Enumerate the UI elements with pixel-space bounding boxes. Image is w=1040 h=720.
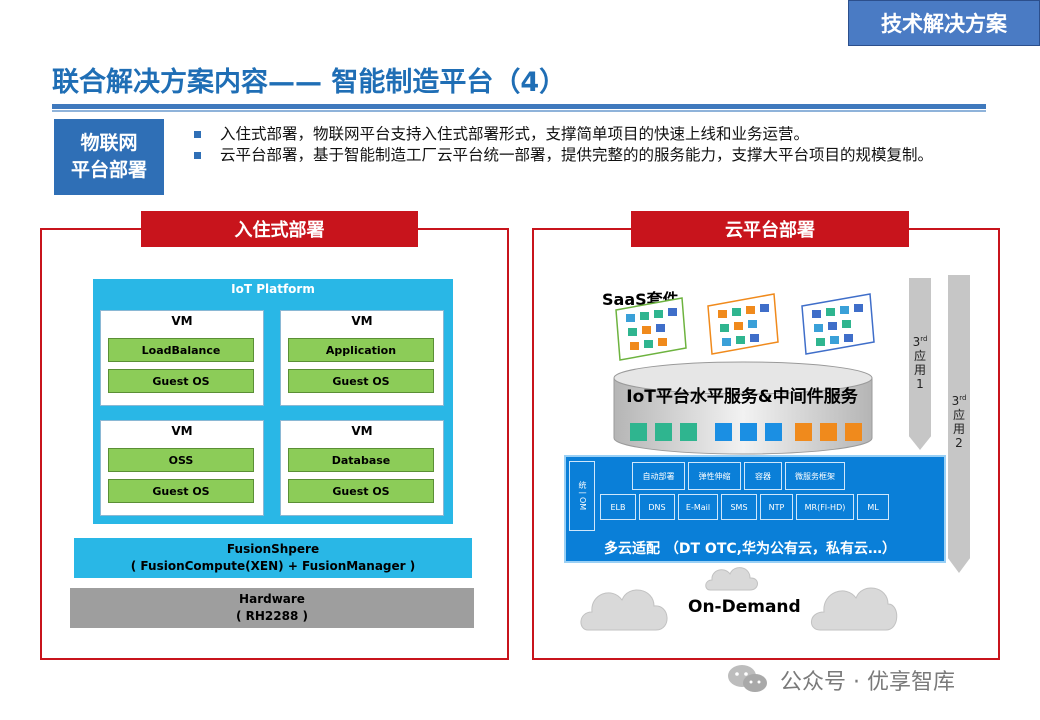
vm-guest-os: Guest OS [288,369,434,393]
service-tile: ELB [600,494,636,520]
side-badge-line1: 物联网 [80,132,138,154]
watermark-text: 公众号 · 优享智库 [780,670,955,695]
hardware-title: Hardware [239,592,305,606]
side-badge: 物联网 平台部署 [54,119,164,195]
service-tile: DNS [639,494,675,520]
service-tile: E-Mail [678,494,718,520]
hardware-layer: Hardware ( RH2288 ) [70,588,474,628]
iot-service-label: IoT平台水平服务&中间件服务 [626,387,858,407]
cloud-icon [811,587,898,631]
bar-sup: 3rd [912,335,928,349]
bar-sup: 3rd [951,394,967,408]
third-party-app-bar-1: 3rd 应 用 1 [909,278,931,450]
bar-char: 应 [952,408,965,422]
bar-char: 用 [913,363,926,377]
service-tile: 容器 [744,462,782,490]
service-tile: 自动部署 [632,462,685,490]
fusionsphere-title: FusionShpere [226,542,320,556]
left-panel-heading: 入住式部署 [141,211,418,247]
right-panel-heading: 云平台部署 [631,211,909,247]
vm-label: VM [351,314,373,328]
vm-component: Application [288,338,434,362]
saas-cards [615,293,875,361]
service-tile: 微服务框架 [785,462,845,490]
title-divider-thin [52,110,986,112]
bullet-item: 云平台部署，基于智能制造工厂云平台统一部署，提供完整的的服务能力，支撑大平台项目… [190,145,990,166]
page-title: 联合解决方案内容—— 智能制造平台（4） [52,67,567,98]
multi-cloud-label: 多云适配 （DT OTC,华为公有云，私有云…） [604,541,896,557]
on-demand-label: On-Demand [688,597,801,617]
fusionsphere-layer: FusionShpere ( FusionCompute(XEN) + Fusi… [74,538,472,578]
saas-card-icon [707,293,779,355]
bullet-text: 入住式部署，物联网平台支持入住式部署形式，支撑简单项目的快速上线和业务运营。 [220,125,810,143]
vm-label: VM [171,424,193,438]
vm-label: VM [171,314,193,328]
service-tile: NTP [760,494,793,520]
saas-card-icon [801,293,875,355]
vm-guest-os: Guest OS [108,479,254,503]
bullet-square-icon [194,131,201,138]
cylinder-icon [613,361,873,455]
service-tile: ML [857,494,889,520]
service-tile: MR(FI-HD) [796,494,854,520]
fusionsphere-detail: ( FusionCompute(XEN) + FusionManager ) [130,559,416,573]
vm-guest-os: Guest OS [108,369,254,393]
cloud-group [580,567,898,631]
cloud-platform-box [564,455,946,563]
cloud-icon [580,589,668,631]
title-divider [52,104,986,109]
bar-char: 2 [955,436,963,450]
bullet-list: 入住式部署，物联网平台支持入住式部署形式，支撑简单项目的快速上线和业务运营。 云… [190,124,990,166]
bar-char: 1 [916,377,924,391]
cloud-icon [705,567,758,591]
side-badge-line2: 平台部署 [70,159,147,181]
vm-guest-os: Guest OS [288,479,434,503]
iot-platform-label: IoT Platform [231,282,315,296]
section-badge: 技术解决方案 [848,0,1040,46]
bullet-square-icon [194,152,201,159]
bar-char: 用 [952,422,965,436]
wechat-icon [728,665,767,692]
hardware-model: ( RH2288 ) [235,609,308,623]
third-party-app-bar-2: 3rd 应 用 2 [948,275,970,573]
vm-label: VM [351,424,373,438]
service-tile: SMS [721,494,757,520]
vm-component: OSS [108,448,254,472]
vm-component: Database [288,448,434,472]
bullet-item: 入住式部署，物联网平台支持入住式部署形式，支撑简单项目的快速上线和业务运营。 [190,124,990,145]
vm-component: LoadBalance [108,338,254,362]
om-tile: 统一OM [569,461,595,531]
bar-char: 应 [913,349,926,363]
saas-card-icon [615,297,687,361]
service-tile: 弹性伸缩 [688,462,741,490]
bullet-text: 云平台部署，基于智能制造工厂云平台统一部署，提供完整的的服务能力，支撑大平台项目… [220,146,934,164]
